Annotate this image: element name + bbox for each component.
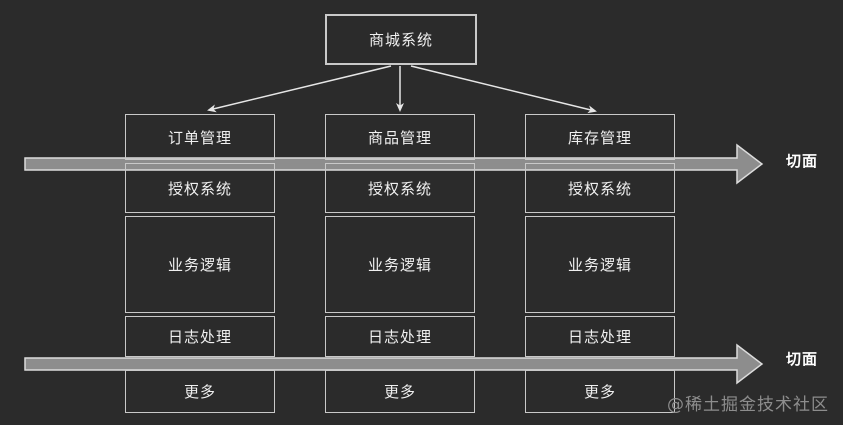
layer-box-more: 更多: [325, 370, 475, 413]
module-label: 库存管理: [567, 128, 632, 147]
watermark-text: @稀土掘金技术社区: [667, 395, 829, 415]
root-system-box: 商城系统: [325, 14, 477, 65]
module-box-inventory: 库存管理: [525, 114, 675, 160]
layer-box-business-logic: 业务逻辑: [125, 216, 275, 313]
layer-box-logging: 日志处理: [525, 316, 675, 357]
layer-box-business-logic: 业务逻辑: [525, 216, 675, 313]
layer-box-auth: 授权系统: [325, 163, 475, 213]
module-box-product: 商品管理: [325, 114, 475, 160]
layer-box-auth: 授权系统: [125, 163, 275, 213]
module-label: 订单管理: [167, 128, 232, 147]
layer-label: 日志处理: [167, 328, 232, 346]
layer-box-logging: 日志处理: [325, 316, 475, 357]
aspect-label-bottom: 切面: [786, 350, 819, 368]
layer-label: 授权系统: [367, 179, 432, 198]
layer-box-more: 更多: [125, 370, 275, 413]
layer-label: 更多: [383, 383, 416, 401]
root-system-label: 商城系统: [368, 31, 433, 49]
module-box-order: 订单管理: [125, 114, 275, 160]
layer-box-auth: 授权系统: [525, 163, 675, 213]
layer-label: 日志处理: [367, 328, 432, 346]
layer-label: 更多: [583, 383, 616, 401]
layer-label: 业务逻辑: [367, 256, 432, 274]
layer-label: 授权系统: [167, 179, 232, 198]
layer-label: 日志处理: [567, 328, 632, 346]
layer-label: 更多: [183, 383, 216, 401]
layer-label: 业务逻辑: [167, 256, 232, 274]
layer-box-business-logic: 业务逻辑: [325, 216, 475, 313]
layer-box-logging: 日志处理: [125, 316, 275, 357]
layer-box-more: 更多: [525, 370, 675, 413]
aspect-label-top: 切面: [786, 152, 819, 170]
layer-label: 业务逻辑: [567, 256, 632, 274]
module-label: 商品管理: [367, 128, 432, 147]
layer-label: 授权系统: [567, 179, 632, 198]
